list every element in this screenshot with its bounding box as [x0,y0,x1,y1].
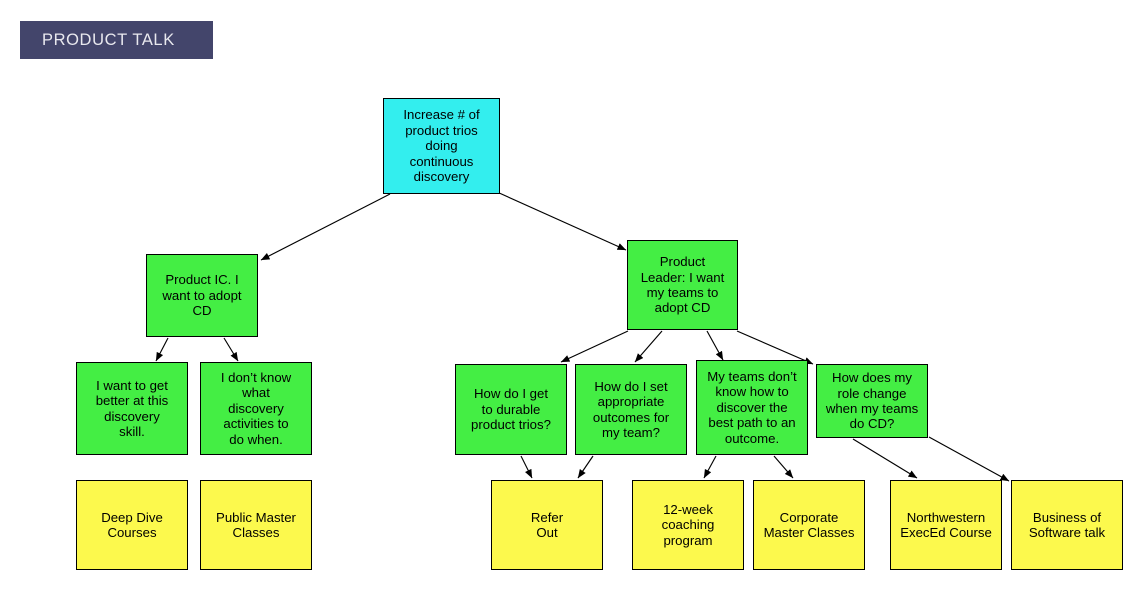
node-label-corporate-master: Corporate Master Classes [763,509,855,540]
node-outcome[interactable]: Increase # of product trios doing contin… [383,98,500,194]
node-corporate-master[interactable]: Corporate Master Classes [753,480,865,570]
node-ic[interactable]: Product IC. I want to adopt CD [146,254,258,337]
node-label-role: How does my role change when my teams do… [825,370,919,432]
node-role[interactable]: How does my role change when my teams do… [816,364,928,438]
edge-bestpath-to-coaching [703,455,717,479]
edge-ic-to-ic-skill [155,337,169,362]
edge-leader-to-trios [560,330,629,363]
edge-bestpath-to-corporate-master [773,455,794,479]
node-label-deep-dive: Deep Dive Courses [101,509,163,540]
node-refer-out[interactable]: Refer Out [491,480,603,570]
node-label-ic: Product IC. I want to adopt CD [162,272,242,319]
edge-ic-to-ic-when [223,337,239,362]
node-trios[interactable]: How do I get to durable product trios? [455,364,567,455]
edge-role-to-northwestern [852,438,918,479]
edge-outcomes-to-refer-out [577,455,594,479]
edge-outcome-to-leader [496,191,627,251]
node-ic-skill[interactable]: I want to get better at this discovery s… [76,362,188,455]
node-label-refer-out: Refer Out [530,509,564,540]
edge-role-to-bos-talk [928,436,1010,482]
edge-trios-to-refer-out [520,455,533,479]
node-label-outcomes: How do I set appropriate outcomes for my… [592,378,670,440]
node-deep-dive[interactable]: Deep Dive Courses [76,480,188,570]
node-label-northwestern: Northwestern ExecEd Course [900,509,992,540]
node-label-ic-skill: I want to get better at this discovery s… [95,377,169,439]
node-ic-when[interactable]: I don’t know what discovery activities t… [200,362,312,455]
node-label-bestpath: My teams don’t know how to discover the … [707,368,797,446]
node-label-leader: Product Leader: I want my teams to adopt… [640,254,725,316]
header-band: PRODUCT TALK [20,21,213,59]
node-bos-talk[interactable]: Business of Software talk [1011,480,1123,570]
node-leader[interactable]: Product Leader: I want my teams to adopt… [627,240,738,330]
edge-leader-to-outcomes [634,330,663,363]
node-outcomes[interactable]: How do I set appropriate outcomes for my… [575,364,687,455]
node-label-outcome: Increase # of product trios doing contin… [403,107,480,185]
node-label-bos-talk: Business of Software talk [1028,509,1106,540]
node-label-trios: How do I get to durable product trios? [471,386,551,433]
edge-leader-to-bestpath [706,330,724,361]
node-bestpath[interactable]: My teams don’t know how to discover the … [696,360,808,455]
node-northwestern[interactable]: Northwestern ExecEd Course [890,480,1002,570]
node-label-coaching: 12-week coaching program [661,501,715,548]
node-coaching[interactable]: 12-week coaching program [632,480,744,570]
node-label-public-master: Public Master Classes [216,509,296,540]
node-public-master[interactable]: Public Master Classes [200,480,312,570]
page-title: PRODUCT TALK [42,30,175,49]
edge-outcome-to-ic [260,193,391,261]
node-label-ic-when: I don’t know what discovery activities t… [220,369,292,447]
